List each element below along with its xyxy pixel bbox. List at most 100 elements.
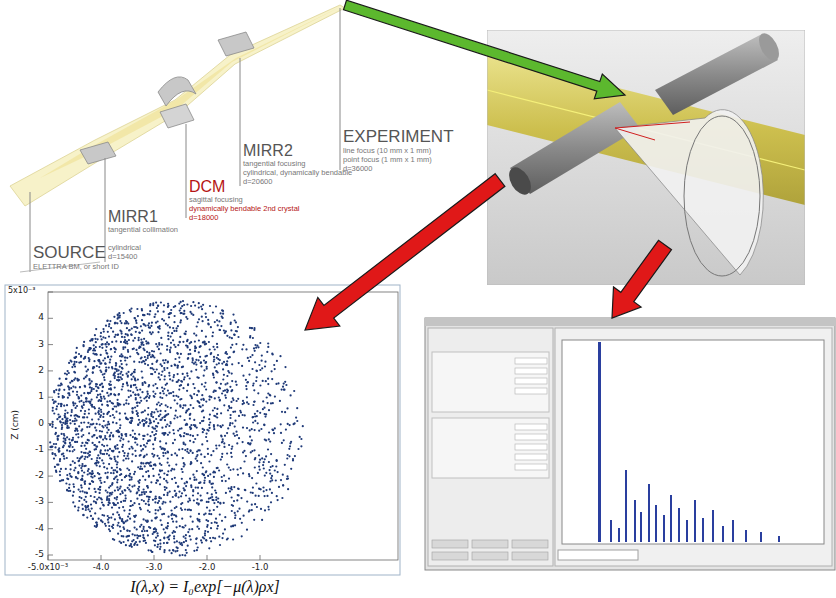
ray-dot <box>205 539 207 541</box>
ray-dot <box>157 410 159 412</box>
ray-dot <box>102 416 104 418</box>
ray-dot <box>158 401 160 403</box>
ray-dot <box>275 383 277 385</box>
ray-dot <box>106 404 108 406</box>
ray-dot <box>268 508 270 510</box>
ray-dot <box>185 316 187 318</box>
ray-dot <box>236 468 238 470</box>
ray-dot <box>196 549 198 551</box>
ray-dot <box>154 439 156 441</box>
ray-dot <box>75 356 77 358</box>
ray-dot <box>87 422 89 424</box>
ray-dot <box>78 379 80 381</box>
ray-dot <box>135 455 137 457</box>
ray-dot <box>174 364 176 366</box>
ray-dot <box>173 530 175 532</box>
ray-dot <box>122 385 124 387</box>
ray-dot <box>60 403 62 405</box>
ray-dot <box>155 408 157 410</box>
ray-dot <box>259 412 261 414</box>
ray-dot <box>132 447 134 449</box>
ray-dot <box>212 537 214 539</box>
ray-dot <box>214 407 216 409</box>
ray-dot <box>251 504 253 506</box>
ray-dot <box>117 502 119 504</box>
ray-dot <box>99 346 101 348</box>
ray-dot <box>241 365 243 367</box>
ray-dot <box>119 526 121 528</box>
ray-dot <box>145 422 147 424</box>
ray-dot <box>234 420 236 422</box>
ray-dot <box>117 334 119 336</box>
ray-dot <box>248 473 250 475</box>
ray-dot <box>127 458 129 460</box>
ray-dot <box>141 342 143 344</box>
ray-dot <box>268 438 270 440</box>
ray-dot <box>129 309 131 311</box>
ray-dot <box>117 448 119 450</box>
ray-dot <box>164 501 166 503</box>
ray-dot <box>147 355 149 357</box>
ray-dot <box>213 502 215 504</box>
ray-dot <box>183 541 185 543</box>
ray-dot <box>169 378 171 380</box>
ray-dot <box>198 513 200 515</box>
ray-dot <box>200 362 202 364</box>
ray-dot <box>57 413 59 415</box>
ray-dot <box>154 371 156 373</box>
ray-dot <box>205 470 207 472</box>
ray-dot <box>153 528 155 530</box>
ray-dot <box>189 413 191 415</box>
ray-dot <box>223 329 225 331</box>
ray-dot <box>158 496 160 498</box>
ray-dot <box>134 394 136 396</box>
ray-dot <box>145 446 147 448</box>
ray-dot <box>201 410 203 412</box>
ray-dot <box>102 343 104 345</box>
ray-dot <box>81 487 83 489</box>
ray-dot <box>157 509 159 511</box>
ray-dot <box>94 475 96 477</box>
ray-dot <box>108 325 110 327</box>
ray-dot <box>267 402 269 404</box>
ray-dot <box>121 479 123 481</box>
ray-dot <box>183 313 185 315</box>
ray-dot <box>108 343 110 345</box>
ray-dot <box>178 496 180 498</box>
ray-dot <box>208 341 210 343</box>
ray-dot <box>102 359 104 361</box>
ray-dot <box>189 535 191 537</box>
ray-dot <box>209 421 211 423</box>
ray-dot <box>59 458 61 460</box>
ray-dot <box>135 394 137 396</box>
ray-dot <box>159 413 161 415</box>
ray-dot <box>88 348 90 350</box>
ray-dot <box>221 309 223 311</box>
ray-dot <box>248 403 250 405</box>
ray-dot <box>149 327 151 329</box>
ray-dot <box>91 404 93 406</box>
ray-dot <box>178 357 180 359</box>
ray-dot <box>157 502 159 504</box>
ray-dot <box>164 416 166 418</box>
ray-dot <box>96 383 98 385</box>
ray-dot <box>162 452 164 454</box>
ray-dot <box>238 508 240 510</box>
ray-dot <box>168 375 170 377</box>
ray-dot <box>254 457 256 459</box>
ray-dot <box>273 432 275 434</box>
ray-dot <box>173 374 175 376</box>
ray-dot <box>107 449 109 451</box>
ray-dot <box>271 492 273 494</box>
ray-dot <box>218 362 220 364</box>
ray-dot <box>189 449 191 451</box>
ray-dot <box>147 324 149 326</box>
ray-dot <box>202 398 204 400</box>
ray-dot <box>82 508 84 510</box>
ray-dot <box>116 470 118 472</box>
ray-dot <box>120 469 122 471</box>
ray-dot <box>112 513 114 515</box>
ray-dot <box>247 381 249 383</box>
ray-dot <box>175 515 177 517</box>
ray-dot <box>126 529 128 531</box>
